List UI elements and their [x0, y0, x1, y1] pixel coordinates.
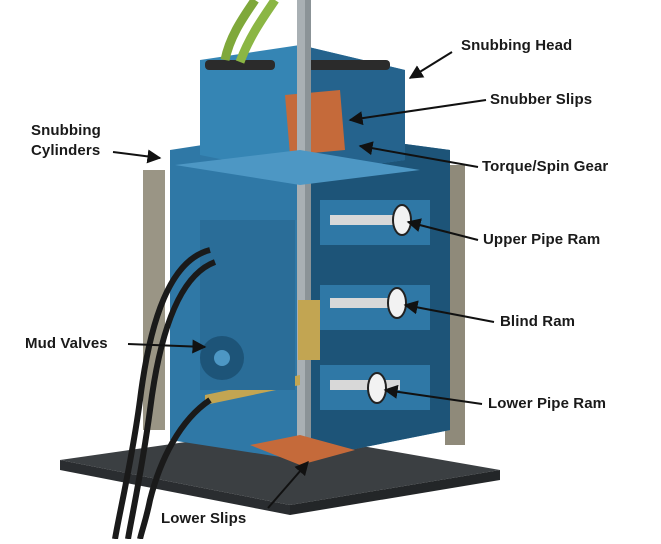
- label-snubbing-cylinders-line1: Snubbing: [31, 122, 101, 139]
- lower-slips: [250, 435, 355, 465]
- arrow-lower-slips: [267, 460, 309, 509]
- label-lower-slips: Lower Slips: [161, 510, 247, 527]
- top-bar-right: [300, 60, 390, 70]
- label-snubbing-head: Snubbing Head: [461, 37, 573, 54]
- label-torque-spin-gear: Torque/Spin Gear: [482, 158, 609, 175]
- mud-valve-wheel-hub: [214, 350, 230, 366]
- label-upper-pipe-ram: Upper Pipe Ram: [483, 231, 601, 248]
- arrow-upper-pipe-ram: [406, 218, 479, 241]
- arrow-snubber-slips: [348, 99, 487, 126]
- central-pipe-shade: [305, 0, 311, 460]
- base-plate-edge-right: [290, 470, 500, 515]
- black-hose-2: [125, 259, 217, 540]
- arrow-lower-pipe-ram: [383, 384, 483, 405]
- top-bar-left: [205, 60, 275, 70]
- base-plate-edge: [60, 460, 290, 515]
- arrow-snubbing-head: [408, 51, 453, 79]
- torque-spin-gear: [175, 150, 420, 185]
- arrow-snubbing-cylinders: [112, 149, 162, 164]
- lower-ram-disc: [367, 372, 387, 404]
- blind-ram-shaft: [330, 298, 400, 308]
- blind-ram-disc: [387, 287, 407, 319]
- arrow-blind-ram: [403, 300, 495, 323]
- snubber-slips: [285, 90, 345, 155]
- green-hose-1: [220, 0, 259, 62]
- upper-ram-shaft: [330, 215, 400, 225]
- label-snubbing-cylinders-line2: Cylinders: [31, 142, 101, 159]
- label-lower-pipe-ram: Lower Pipe Ram: [488, 395, 607, 412]
- label-snubber-slips: Snubber Slips: [490, 91, 593, 108]
- green-hose-2: [235, 0, 279, 64]
- brass-plate: [298, 300, 320, 360]
- upper-ram-disc: [392, 204, 412, 236]
- label-snubbing-cylinders: Snubbing Cylinders: [31, 121, 101, 161]
- lower-ram-shaft: [330, 380, 400, 390]
- arrow-mud-valves: [127, 339, 207, 354]
- black-hose-1: [112, 247, 211, 540]
- black-hose-3: [137, 397, 212, 540]
- label-mud-valves: Mud Valves: [25, 335, 108, 352]
- label-blind-ram: Blind Ram: [500, 313, 576, 330]
- arrow-torque-spin-gear: [358, 141, 479, 168]
